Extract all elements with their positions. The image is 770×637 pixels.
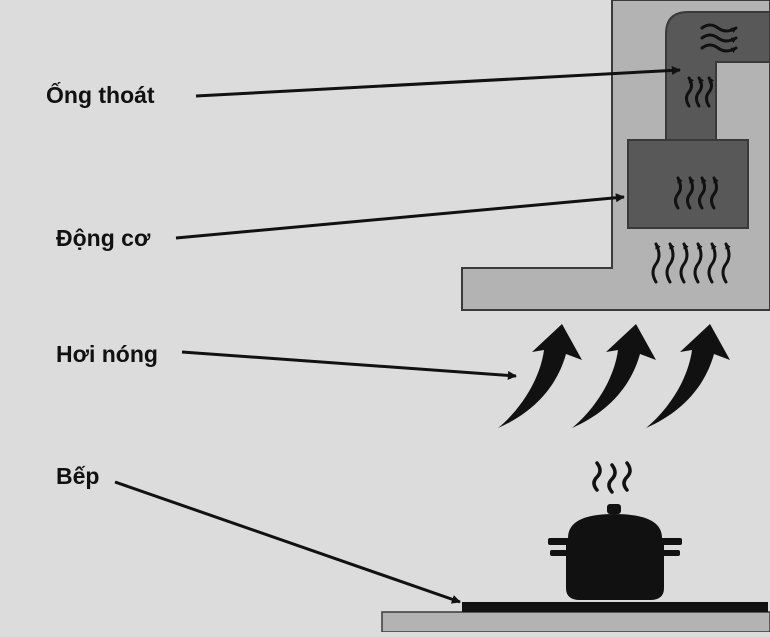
pointer-stove	[114, 480, 461, 604]
pointer-motor	[175, 193, 625, 240]
motor-airflow-arrows	[674, 176, 719, 210]
curved-up-arrow-icon	[572, 324, 656, 428]
label-exhaust-pipe: Ống thoát	[46, 81, 155, 108]
steam-icon	[592, 461, 632, 494]
motor-block	[627, 139, 749, 229]
exhaust-duct	[665, 11, 770, 141]
label-motor: Động cơ	[56, 225, 151, 251]
duct-airflow-arrows	[700, 23, 738, 54]
duct-vertical-airflow-arrows	[685, 76, 715, 108]
stove-plate	[462, 602, 768, 612]
curved-up-arrow-icon	[646, 324, 730, 428]
label-stove: Bếp	[56, 463, 99, 489]
cooking-pot-icon	[548, 504, 682, 600]
curved-up-arrow-icon	[498, 324, 582, 428]
pointer-hot-air	[181, 350, 517, 380]
label-hot-air: Hơi nóng	[56, 341, 158, 367]
pointer-exhaust-pipe	[195, 65, 681, 98]
hot-air-arrows	[498, 324, 730, 428]
intake-airflow-arrows	[651, 242, 731, 284]
counter-top	[381, 611, 770, 633]
label-pointers	[114, 65, 681, 604]
